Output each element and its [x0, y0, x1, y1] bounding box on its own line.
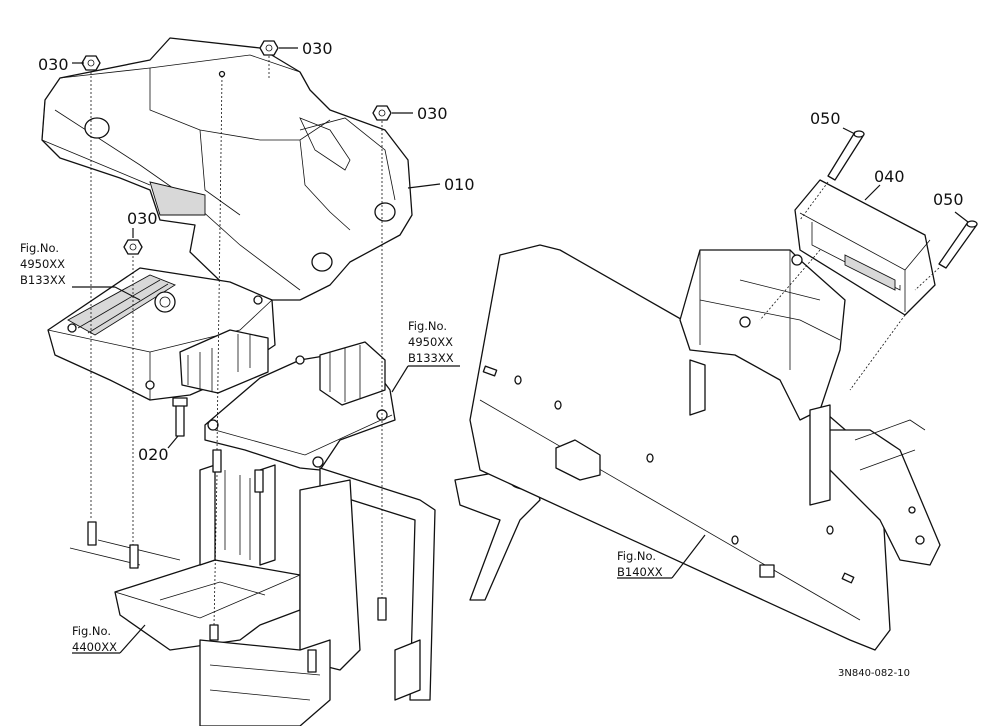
- fig-ref-bottom-right-title: Fig.No.: [617, 549, 656, 563]
- fig-ref-bottom-left-line1: 4400XX: [72, 640, 117, 654]
- callout-030-c: 030: [417, 104, 448, 123]
- side-panel: [469, 244, 941, 651]
- bolt-050-right: [938, 220, 978, 269]
- controller-bracket: [679, 249, 846, 506]
- fig-ref-bottom-left-title: Fig.No.: [72, 624, 111, 638]
- callout-050-b: 050: [933, 190, 964, 209]
- fig-ref-center-line1: 4950XX: [408, 335, 453, 349]
- fig-ref-bottom-left: Fig.No. 4400XX: [72, 624, 117, 654]
- assembly-lines: [90, 56, 940, 626]
- nut-030-b: [259, 40, 279, 56]
- callout-030-a: 030: [38, 55, 69, 74]
- fig-ref-center-title: Fig.No.: [408, 319, 447, 333]
- bolt-020: [172, 397, 188, 437]
- nut-030-c: [372, 105, 392, 121]
- fig-ref-bottom-right-line1: B140XX: [617, 565, 663, 579]
- nut-030-d: [123, 239, 143, 255]
- callout-010: 010: [444, 175, 475, 194]
- fig-ref-left-line2: B133XX: [20, 273, 66, 287]
- callout-030-d: 030: [127, 209, 158, 228]
- cover-part-010: [41, 37, 413, 301]
- fig-ref-bottom-right: Fig.No. B140XX: [617, 549, 663, 579]
- fig-ref-center-line2: B133XX: [408, 351, 454, 365]
- callout-040: 040: [874, 167, 905, 186]
- mounting-frame: [69, 464, 541, 726]
- leader-lines: [72, 47, 969, 654]
- bracket-plate-center: [204, 341, 396, 471]
- nut-030-a: [81, 55, 101, 71]
- callout-050-a: 050: [810, 109, 841, 128]
- fig-ref-left: Fig.No. 4950XX B133XX: [20, 241, 66, 287]
- stud-bolts: [87, 449, 387, 673]
- callout-020: 020: [138, 445, 169, 464]
- controller-module-040: [794, 179, 936, 316]
- bolt-050-left: [827, 130, 865, 181]
- fig-ref-center: Fig.No. 4950XX B133XX: [408, 319, 454, 365]
- fig-ref-left-line1: 4950XX: [20, 257, 65, 271]
- drawing-code: 3N840-082-10: [838, 668, 910, 679]
- ecu-unit-left: [47, 267, 276, 401]
- fig-ref-left-title: Fig.No.: [20, 241, 59, 255]
- callout-030-b: 030: [302, 39, 333, 58]
